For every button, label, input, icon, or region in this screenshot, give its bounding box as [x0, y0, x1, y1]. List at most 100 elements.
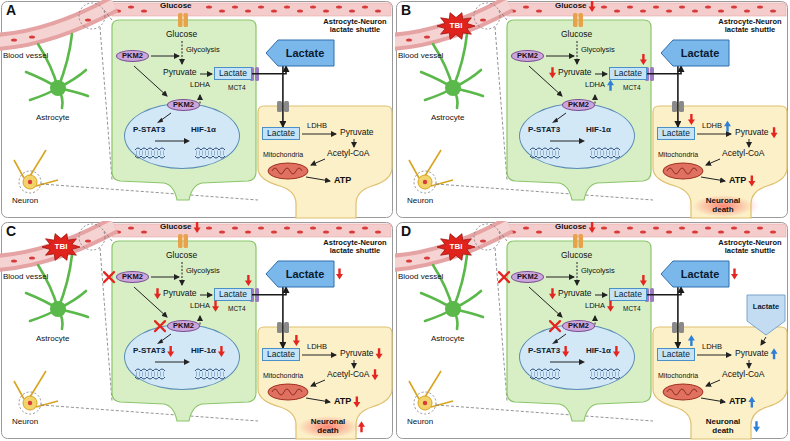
node-text: P-STAT3 — [133, 347, 165, 356]
shuttle-arrow — [282, 66, 284, 127]
injury-burst: TBI — [42, 233, 80, 261]
increase-arrow — [753, 421, 760, 432]
process-label: Glycolysis — [186, 46, 220, 54]
decrease-arrow — [218, 346, 225, 357]
heading-label: Astrocyte-Neuron lactate shuttle — [713, 239, 787, 256]
outcome-label: Neuronal death — [300, 418, 356, 436]
molecule-label: Glucose — [166, 251, 197, 260]
node-text: TBI — [55, 243, 68, 252]
molecule-label: Pyruvate — [340, 349, 374, 358]
shuttle-arrow — [647, 287, 681, 295]
enzyme-label: LDHB — [307, 343, 327, 351]
enzyme-oval: PKM2 — [167, 320, 200, 332]
metabolite-box: Lactate — [609, 288, 647, 301]
node-text: Lactate — [662, 128, 690, 138]
decrease-arrow — [771, 127, 778, 138]
node-shape — [747, 295, 785, 335]
nucleus: P-STAT3HIF-1αPKM2 — [519, 324, 635, 390]
node-text: PKM2 — [568, 321, 589, 330]
molecule-label: Acetyl-CoA — [722, 149, 765, 158]
molecule-label: Acetyl-CoA — [327, 149, 370, 158]
decrease-arrow — [353, 396, 360, 407]
metabolite-box: Lactate — [262, 127, 300, 140]
node-text: Lactate — [681, 47, 720, 59]
transporter-label: MCT4 — [228, 305, 246, 312]
node-text: HIF-1α — [586, 347, 611, 356]
increase-arrow — [724, 121, 731, 132]
cell-label: Astrocyte — [431, 114, 464, 123]
cell-label: Astrocyte — [36, 335, 69, 344]
decrease-arrow — [748, 175, 755, 186]
enzyme-label: LDHA — [585, 81, 605, 89]
enzyme-oval: PKM2 — [167, 99, 200, 111]
increase-arrow — [688, 335, 695, 346]
organelle-label: Mitochondria — [263, 372, 303, 380]
figure-panel: TBIPKM2LactateLactateP-STAT3HIF-1αPKM2La… — [395, 221, 790, 441]
enzyme-label: LDHA — [190, 81, 210, 89]
cell-label: Astrocyte — [431, 335, 464, 344]
molecule-label: Pyruvate — [558, 68, 592, 77]
decrease-arrow — [245, 275, 252, 286]
lactate-arrow: Lactate — [266, 261, 334, 287]
shuttle-arrow — [282, 287, 284, 348]
injury-burst: TBI — [437, 12, 475, 40]
molecule-label: Glucose — [160, 223, 192, 232]
process-label: Glycolysis — [186, 267, 220, 275]
molecule-label: Glucose — [561, 30, 592, 39]
node-text: Lactate — [614, 68, 642, 78]
node-text: Lactate — [286, 268, 325, 280]
knockout-cross — [499, 272, 509, 282]
decrease-arrow — [194, 222, 201, 233]
decrease-arrow — [589, 1, 596, 12]
enzyme-label: LDHB — [702, 343, 722, 351]
node-text: P-STAT3 — [133, 126, 165, 135]
node-text: PKM2 — [122, 272, 143, 281]
lactate-arrow: Lactate — [661, 40, 729, 66]
decrease-arrow — [212, 301, 219, 312]
organelle-label: Mitochondria — [658, 372, 698, 380]
nucleus-detail — [520, 104, 636, 170]
lactate-arrow: Lactate — [747, 295, 785, 335]
enzyme-oval: PKM2 — [562, 320, 595, 332]
figure-panel: TBIPKM2LactateLactateP-STAT3HIF-1αPKM2La… — [0, 221, 395, 441]
transporter-label: MCT4 — [623, 84, 641, 91]
injury-burst: TBI — [437, 233, 475, 261]
cell-label: Neuron — [407, 197, 433, 206]
transporter-label: MCT4 — [623, 305, 641, 312]
node-text: Lactate — [286, 47, 325, 59]
cell-label: Neuron — [407, 418, 433, 427]
figure-panel: TBIPKM2LactateLactateP-STAT3HIF-1αPKM2La… — [395, 0, 790, 220]
shuttle-arrow — [677, 287, 679, 348]
decrease-arrow — [336, 269, 343, 280]
shuttle-arrow — [252, 66, 286, 74]
node-text: Lactate — [267, 128, 295, 138]
tissue-label: Blood vessel — [3, 52, 48, 61]
metabolite-box: Lactate — [214, 288, 252, 301]
panel-letter: B — [401, 3, 411, 18]
lactate-arrow: Lactate — [266, 40, 334, 66]
transporter-label: MCT4 — [228, 84, 246, 91]
enzyme-oval: PKM2 — [562, 99, 595, 111]
heading-label: Astrocyte-Neuron lactate shuttle — [318, 239, 392, 256]
process-label: Glycolysis — [581, 267, 615, 275]
decrease-arrow — [293, 335, 300, 346]
molecule-label: Glucose — [166, 30, 197, 39]
nucleus: P-STAT3HIF-1αPKM2 — [124, 324, 240, 390]
tissue-label: Blood vessel — [398, 273, 443, 282]
knockout-cross — [155, 321, 165, 331]
enzyme-label: LDHA — [585, 302, 605, 310]
enzyme-label: LDHB — [307, 122, 327, 130]
decrease-arrow — [640, 54, 647, 65]
enzyme-label: LDHA — [190, 302, 210, 310]
decrease-arrow — [607, 301, 614, 312]
molecule-label: Pyruvate — [163, 68, 197, 77]
nucleus: P-STAT3HIF-1αPKM2 — [124, 103, 240, 169]
increase-arrow — [748, 396, 755, 407]
decrease-arrow — [154, 288, 161, 299]
molecule-label: Pyruvate — [340, 128, 374, 137]
decrease-arrow — [562, 346, 569, 357]
shuttle-arrow — [252, 287, 286, 295]
molecule-label: ATP — [729, 176, 746, 186]
nucleus: P-STAT3HIF-1αPKM2 — [519, 103, 635, 169]
decrease-arrow — [376, 348, 383, 359]
